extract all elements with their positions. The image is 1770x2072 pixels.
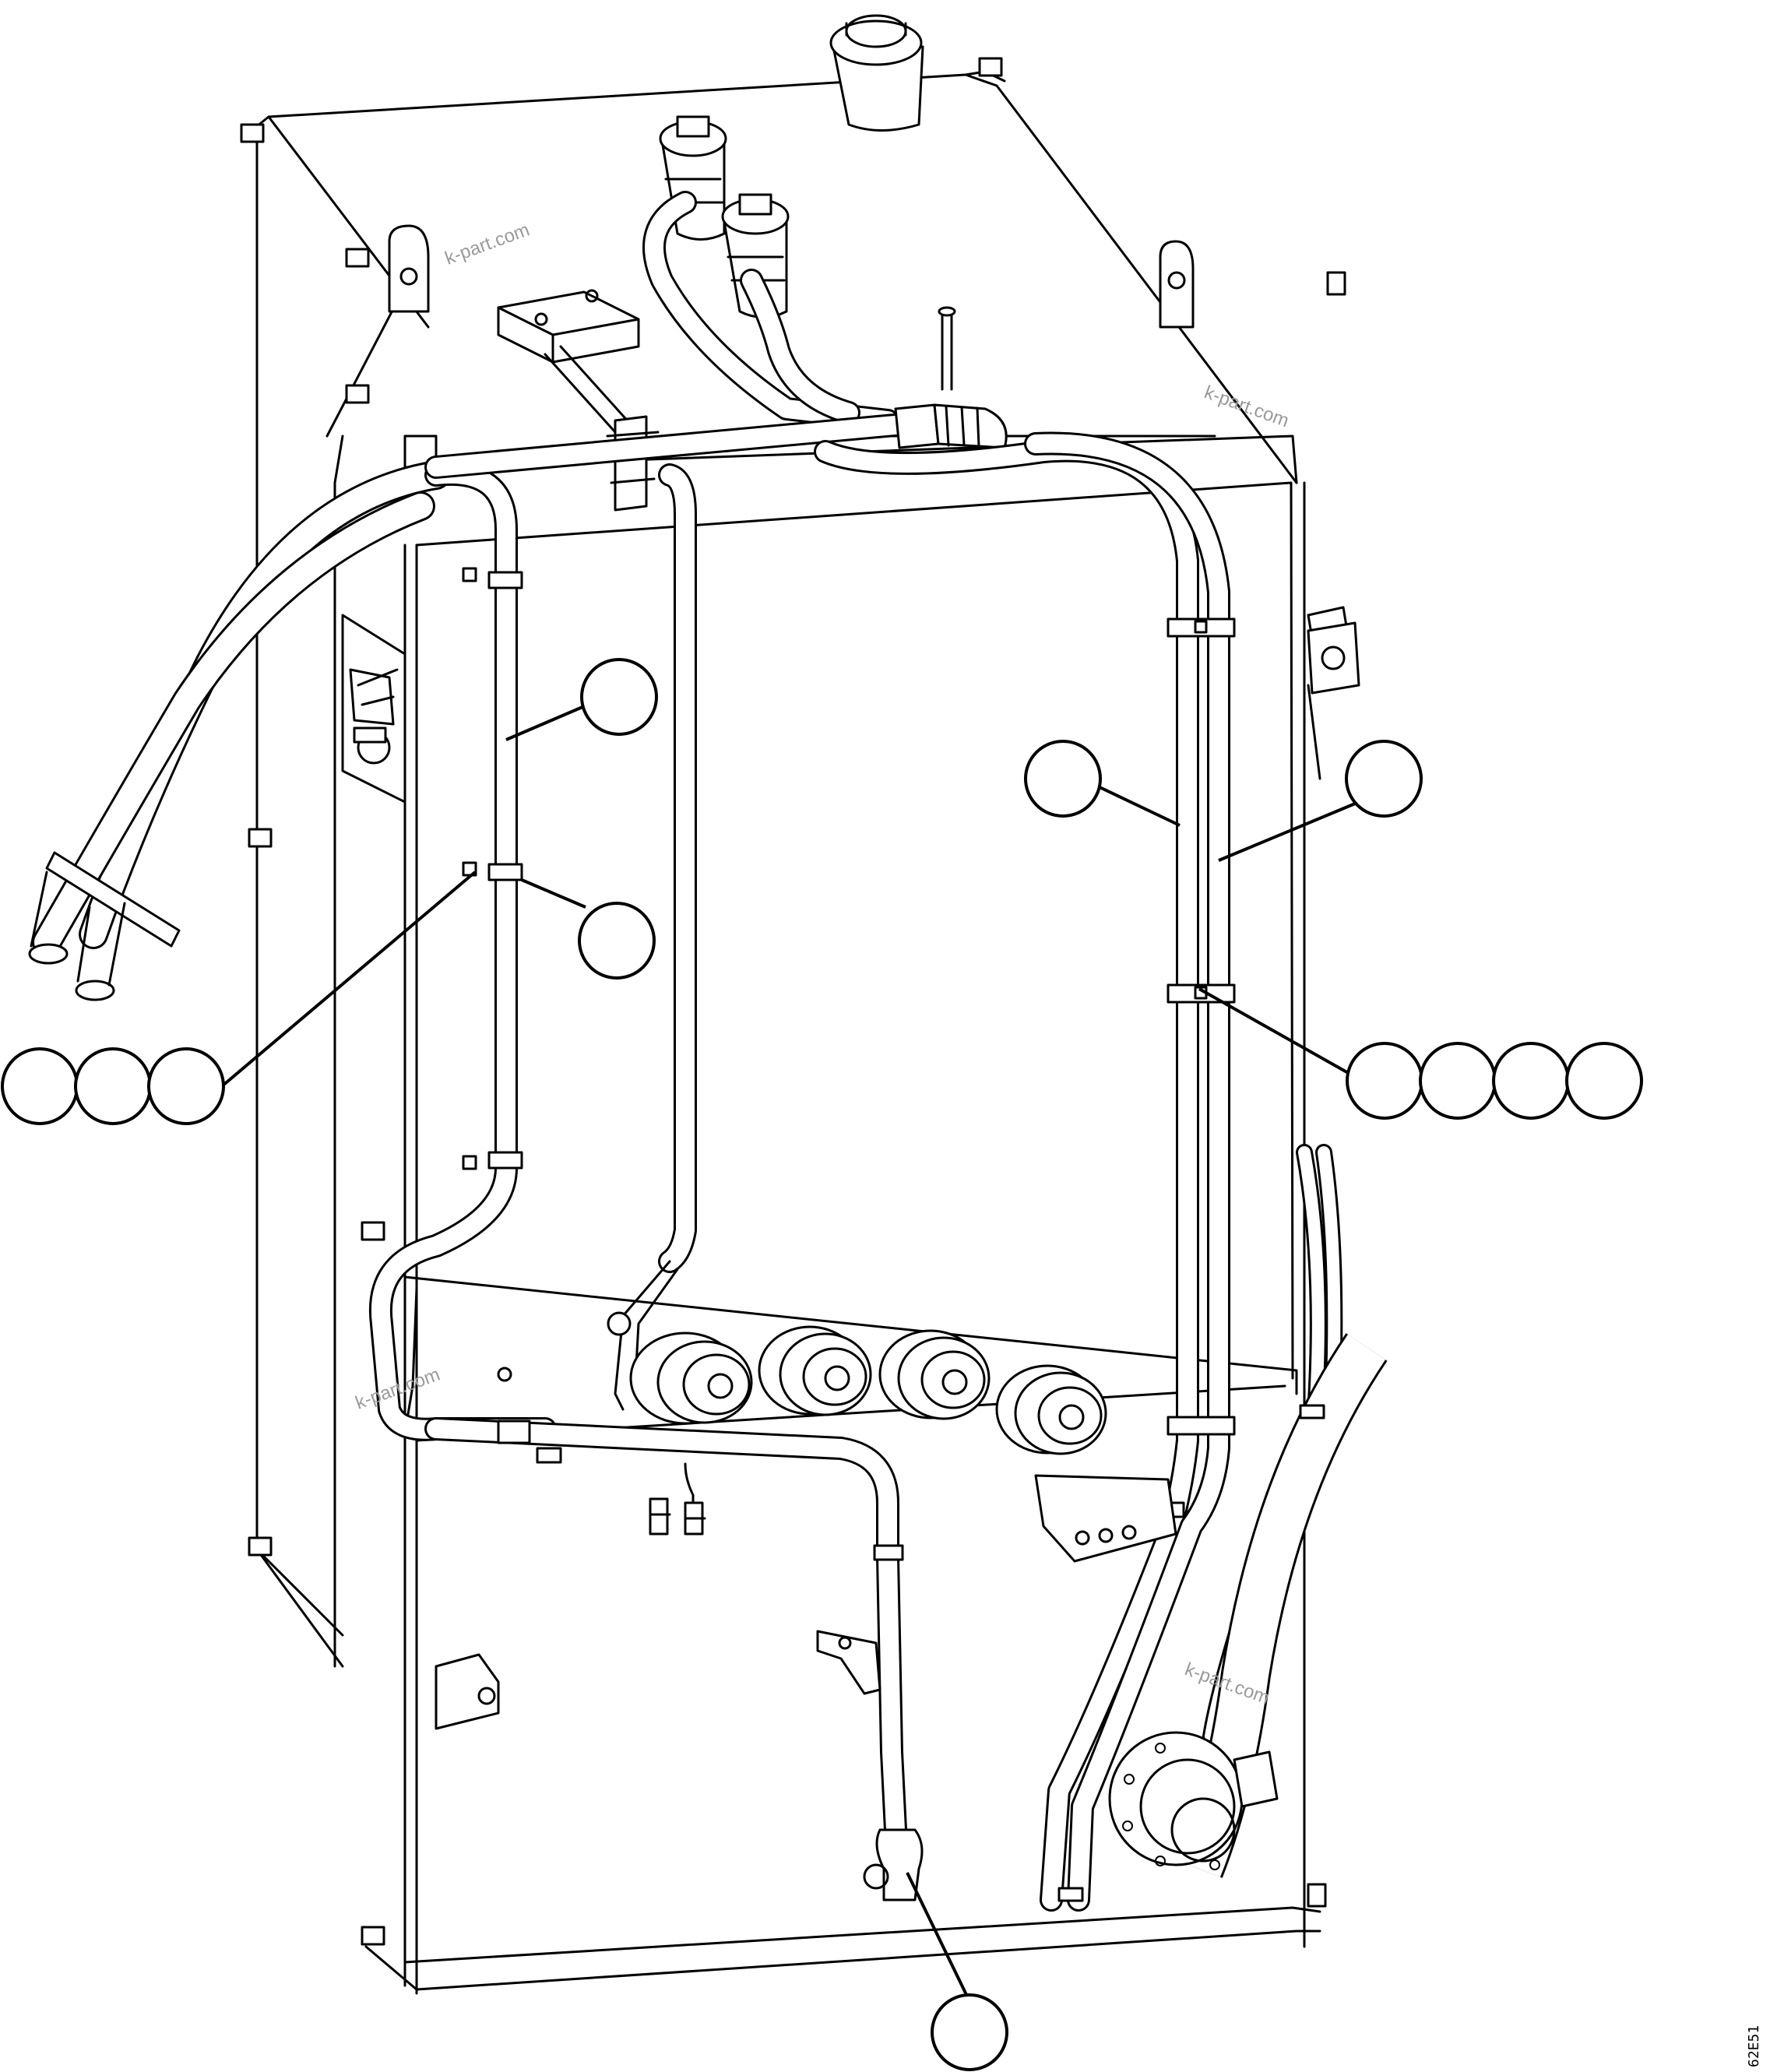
sensor-pin — [938, 306, 956, 391]
manifold-valve-2 — [758, 1325, 872, 1416]
hoses — [28, 191, 1388, 1912]
frame-tabs — [240, 57, 1346, 1946]
callout-mid-left — [578, 902, 656, 980]
figure-code: 62E51 — [1746, 2025, 1762, 2067]
lifting-eyes — [388, 224, 1195, 329]
manifold-valve-3 — [878, 1329, 991, 1420]
callout-bubbles — [1, 658, 1643, 2071]
watermark-2: k-part.com — [1202, 382, 1292, 431]
callout-group-left — [1, 1047, 225, 1125]
right-side-fitting — [1307, 606, 1360, 780]
watermark-1: k-part.com — [442, 219, 533, 269]
callout-right-a — [1024, 740, 1102, 818]
side-fitting-plate — [341, 614, 406, 804]
suction-flange — [1108, 1731, 1279, 1870]
callout-group-right — [1346, 1042, 1643, 1120]
manifold-valve-1 — [629, 1331, 753, 1425]
manifold-valve-4 — [995, 1364, 1107, 1455]
callout-bottom — [931, 1993, 1008, 2071]
valve-manifold — [497, 1311, 1107, 1455]
filler-cap — [829, 14, 924, 132]
callout-right-b — [1345, 740, 1423, 818]
lower-left-bracket — [435, 1653, 500, 1730]
breather-filters — [659, 115, 790, 318]
sensor-connectors — [649, 1462, 706, 1536]
callout-top-left — [580, 658, 658, 736]
leader-lines — [220, 703, 1360, 2002]
lower-mount-bracket — [1034, 1474, 1177, 1563]
mid-bracket — [816, 1630, 881, 1695]
junction-box — [497, 289, 640, 434]
